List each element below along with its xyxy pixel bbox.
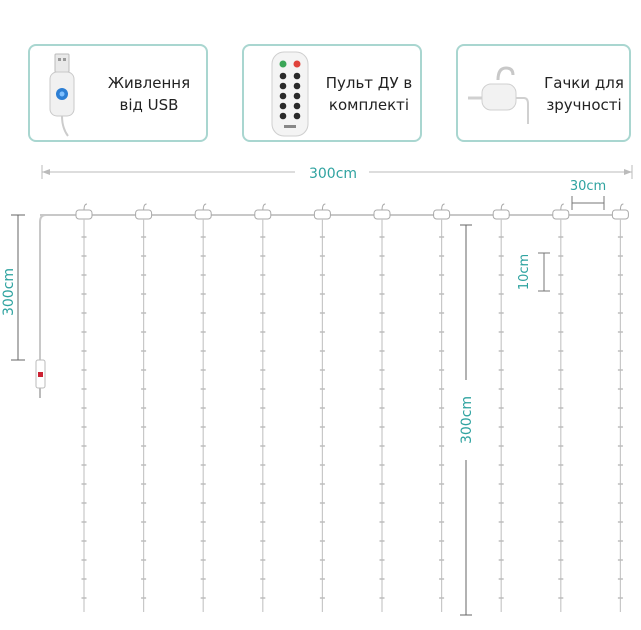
feature-label-hooks: Гачки для зручності xyxy=(544,74,624,114)
light-strand xyxy=(313,203,331,612)
usb-plug-icon xyxy=(49,53,75,137)
light-strand xyxy=(194,203,212,612)
light-strands xyxy=(75,203,629,612)
total-width-dimension xyxy=(41,160,633,184)
light-strand xyxy=(75,203,93,612)
remote-control-icon xyxy=(271,51,309,137)
light-strand xyxy=(552,203,570,612)
strand-hook xyxy=(373,209,391,220)
strand-hook xyxy=(492,209,510,220)
strand-length-dimension xyxy=(456,224,476,616)
strand-hook xyxy=(194,209,212,220)
hook-icon xyxy=(468,66,529,124)
light-strand xyxy=(373,203,391,612)
strand-hook xyxy=(254,209,272,220)
strand-hook xyxy=(313,209,331,220)
bulb-spacing-label: 10cm xyxy=(517,254,532,290)
light-strand xyxy=(135,203,153,612)
feature-card-usb: Живлення від USB xyxy=(28,44,208,142)
feature-label-remote: Пульт ДУ в комплекті xyxy=(325,74,413,114)
light-strand xyxy=(492,203,510,612)
lead-wire xyxy=(39,214,76,360)
strand-hook xyxy=(611,209,629,220)
strand-spacing-label: 30cm xyxy=(570,179,606,194)
bulb-spacing-dimension xyxy=(538,252,550,292)
strand-hook xyxy=(135,209,153,220)
strand-hook xyxy=(433,209,451,220)
usb-plug-indicator xyxy=(38,372,43,377)
strand-spacing-dimension xyxy=(571,196,605,210)
feature-card-hooks: Гачки для зручності xyxy=(456,44,631,142)
feature-label-usb: Живлення від USB xyxy=(107,74,191,114)
strand-hook xyxy=(552,209,570,220)
light-strand xyxy=(611,203,629,612)
light-strand xyxy=(254,203,272,612)
total-width-label: 300cm xyxy=(309,166,357,182)
lead-length-label: 300cm xyxy=(1,268,17,316)
strand-length-label: 300cm xyxy=(459,396,475,444)
feature-card-remote: Пульт ДУ в комплекті xyxy=(242,44,422,142)
light-strand xyxy=(433,203,451,612)
strand-hook xyxy=(75,209,93,220)
lead-length-dimension xyxy=(11,214,25,361)
